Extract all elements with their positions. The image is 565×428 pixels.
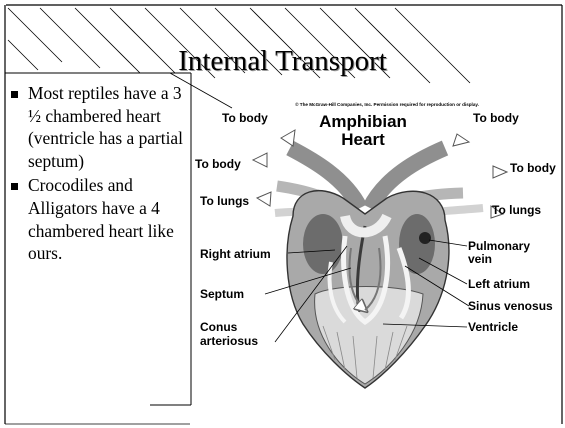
- label-conus-line1: Conus: [200, 320, 238, 334]
- label-to-lungs-right: To lungs: [492, 203, 541, 217]
- heart-body: [287, 191, 449, 388]
- label-to-body-top-right: To body: [473, 111, 519, 125]
- label-sinus-venosus: Sinus venosus: [468, 299, 553, 313]
- label-septum: Septum: [200, 287, 244, 301]
- amphibian-heart-diagram: © The McGraw-Hill Companies, Inc. Permis…: [195, 98, 565, 393]
- label-pulmonary-line2: vein: [468, 252, 492, 266]
- label-to-body-top-left: To body: [222, 111, 268, 125]
- bullet-item: Most reptiles have a 3 ½ chambered heart…: [6, 82, 192, 172]
- label-left-atrium: Left atrium: [468, 277, 530, 291]
- square-bullet-icon: [11, 91, 18, 98]
- label-right-atrium: Right atrium: [200, 247, 271, 261]
- bullet-item: Crocodiles and Alligators have a 4 chamb…: [6, 174, 192, 264]
- label-ventricle: Ventricle: [468, 320, 518, 334]
- figure-heading-line1: Amphibian: [319, 112, 407, 131]
- label-to-body-mid-right: To body: [510, 161, 556, 175]
- bullet-text: Most reptiles have a 3 ½ chambered heart…: [28, 83, 183, 171]
- bullet-list: Most reptiles have a 3 ½ chambered heart…: [6, 82, 192, 267]
- figure-heading-line2: Heart: [341, 130, 385, 149]
- label-pulmonary-line1: Pulmonary: [468, 239, 530, 253]
- label-to-body-mid-left: To body: [195, 157, 241, 171]
- square-bullet-icon: [11, 183, 18, 190]
- label-to-lungs-left: To lungs: [200, 194, 249, 208]
- bullet-text: Crocodiles and Alligators have a 4 chamb…: [28, 175, 174, 263]
- label-conus-line2: arteriosus: [200, 334, 258, 348]
- copyright-text: © The McGraw-Hill Companies, Inc. Permis…: [295, 101, 479, 107]
- slide-title: Internal Transport: [0, 45, 565, 78]
